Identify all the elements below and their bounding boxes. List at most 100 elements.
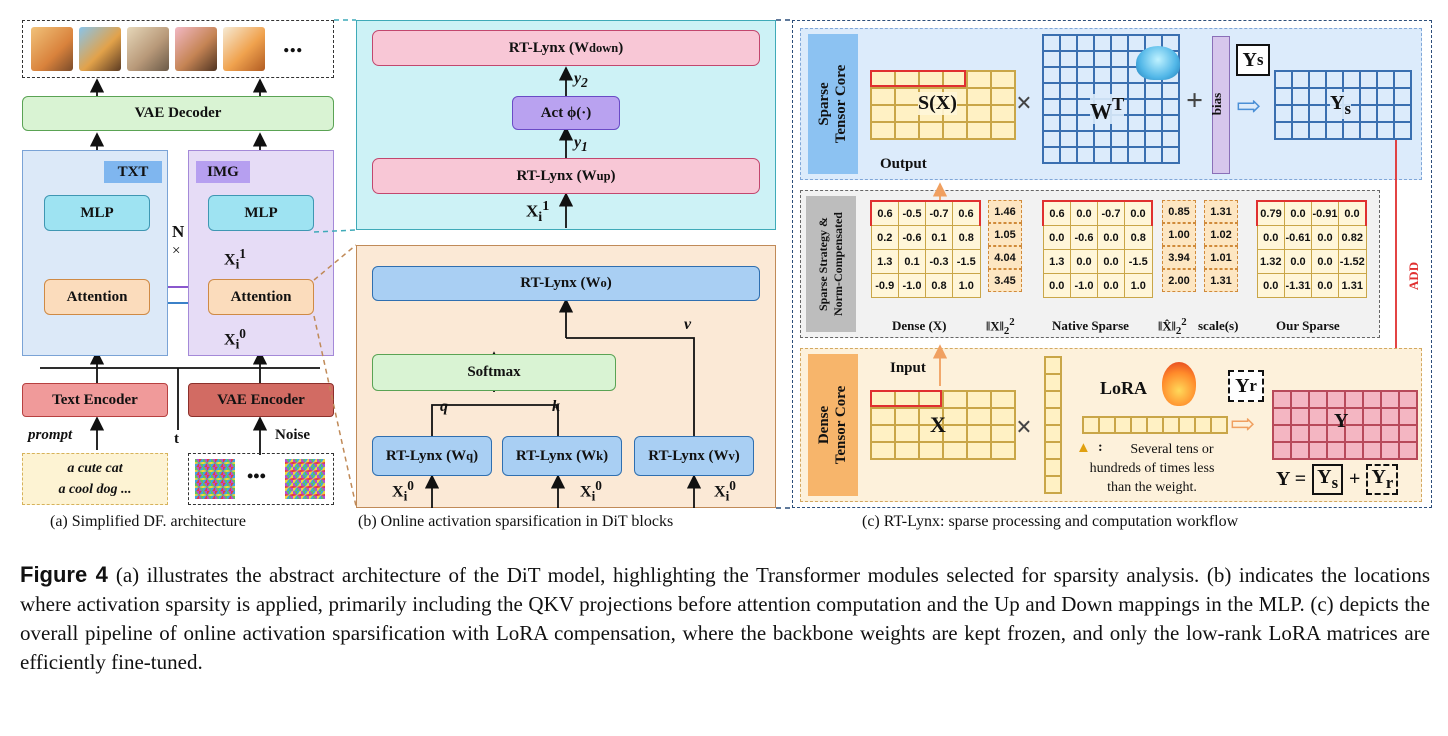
wt-cell	[1077, 35, 1094, 51]
frozen-icon	[1136, 46, 1180, 80]
y-cell	[1327, 408, 1345, 425]
generated-image-3	[127, 27, 169, 71]
lora-a-cell	[1045, 374, 1061, 391]
ys-cell	[1377, 88, 1394, 105]
y-matrix	[1272, 390, 1418, 460]
x-cell	[895, 408, 919, 425]
bias-label: bias	[1209, 92, 1225, 116]
wt-cell	[1162, 83, 1179, 99]
lora-b-cell	[1147, 417, 1163, 433]
strategy-label-1: Sparse Strategy &	[816, 217, 830, 311]
lora-a-cell	[1045, 442, 1061, 459]
img-tag: IMG	[196, 161, 250, 183]
y-cell	[1399, 391, 1417, 408]
matrix-cell: 0.2	[870, 225, 899, 250]
y-cell	[1345, 442, 1363, 459]
lora-b-cell	[1195, 417, 1211, 433]
matrix-cell: 1.0	[1124, 273, 1153, 298]
sx-label: S(X)	[918, 92, 957, 115]
generated-image-1	[31, 27, 73, 71]
wt-cell	[1145, 131, 1162, 147]
ys-cell	[1275, 71, 1292, 88]
ys-cell	[1360, 122, 1377, 139]
x-cell	[967, 442, 991, 459]
matrix-cell: 0.0	[1042, 273, 1071, 298]
norm-value: 1.46	[988, 200, 1022, 223]
y-cell	[1309, 442, 1327, 459]
dense-label: Dense (X)	[892, 318, 947, 333]
matrix-cell: 0.0	[1070, 249, 1098, 274]
y-cell	[1273, 442, 1291, 459]
wt-cell	[1162, 131, 1179, 147]
norm-value: 1.00	[1162, 223, 1196, 246]
matrix-cell: -0.5	[898, 200, 926, 226]
matrix-cell: -1.31	[1284, 273, 1312, 298]
wt-cell	[1043, 131, 1060, 147]
strategy-tag: Sparse Strategy & Norm-Compensated	[806, 196, 856, 332]
ys-cell	[1309, 88, 1326, 105]
matrix-cell: -1.0	[1070, 273, 1098, 298]
figure-label: Figure 4	[20, 562, 108, 587]
matrix-cell: 0.0	[1070, 200, 1098, 226]
img-stream-group	[188, 150, 334, 356]
y-cell	[1309, 408, 1327, 425]
y-cell	[1291, 425, 1309, 442]
sparse-core-label-2: Tensor Core	[833, 64, 850, 144]
y-equation: Y = Ys + Yr	[1276, 464, 1399, 495]
x0-label-a: Xi0	[224, 326, 246, 352]
matrix-cell: -1.5	[952, 249, 981, 274]
vae-decoder-block: VAE Decoder	[22, 96, 334, 131]
input-label: Input	[890, 360, 926, 376]
sx-cell	[991, 71, 1015, 88]
lora-b-cell	[1115, 417, 1131, 433]
matrix-cell: 1.3	[1042, 249, 1071, 274]
y-cell	[1327, 442, 1345, 459]
norm-x-label: ‖X‖22	[986, 316, 1015, 337]
y-cell	[1363, 408, 1381, 425]
matrix-cell: 0.0	[1311, 273, 1339, 298]
lora-a-cell	[1045, 357, 1061, 374]
eq-ys: Ys	[1312, 464, 1344, 495]
sx-cell	[943, 122, 967, 139]
norm-value: 3.45	[988, 269, 1022, 292]
ys-cell	[1343, 122, 1360, 139]
ys-cell	[1377, 105, 1394, 122]
wt-cell	[1162, 99, 1179, 115]
matrix-cell: 0.0	[1284, 200, 1312, 226]
norm-value: 1.02	[1204, 223, 1238, 246]
prompt-line-2: a cool dog ...	[58, 482, 132, 497]
generated-image-2	[79, 27, 121, 71]
lora-a-cell	[1045, 408, 1061, 425]
wt-cell	[1128, 147, 1145, 163]
wt-cell	[1043, 83, 1060, 99]
wt-cell	[1111, 51, 1128, 67]
ys-cell	[1394, 71, 1411, 88]
wt-cell	[1094, 67, 1111, 83]
wt-cell	[1043, 147, 1060, 163]
wt-cell	[1162, 147, 1179, 163]
ys-label: Ys	[1330, 92, 1351, 119]
y-cell	[1381, 442, 1399, 459]
wt-cell	[1060, 35, 1077, 51]
wt-cell	[1145, 147, 1162, 163]
wt-cell	[1043, 51, 1060, 67]
y-cell	[1399, 425, 1417, 442]
wt-cell	[1060, 147, 1077, 163]
matrix-cell: 0.0	[1311, 225, 1339, 250]
warning-icon: ▲	[1076, 440, 1091, 456]
ys-cell	[1394, 105, 1411, 122]
norm-value: 1.01	[1204, 246, 1238, 269]
wt-cell	[1111, 131, 1128, 147]
ys-cell	[1360, 105, 1377, 122]
y-cell	[1327, 425, 1345, 442]
x-cell	[943, 425, 967, 442]
ys-cell	[1309, 71, 1326, 88]
sx-cell	[871, 105, 895, 122]
